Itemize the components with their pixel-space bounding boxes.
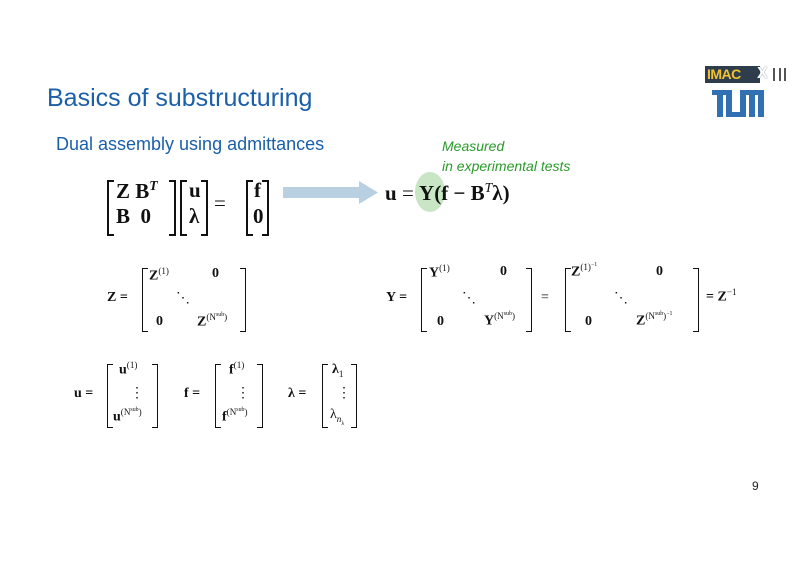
arrow-right-icon [283,181,378,204]
highlight-ellipse [415,172,445,212]
imac-logo: IMAC X [705,65,786,83]
tum-logo [712,90,764,117]
slide-subtitle: Dual assembly using admittances [56,134,325,154]
page-number: 9 [752,479,759,493]
measured-note: Measured in experimental tests [442,138,571,174]
solution-equation: u = Y(f − BTλ) [385,180,510,205]
slide-title: Basics of substructuring [47,84,313,112]
